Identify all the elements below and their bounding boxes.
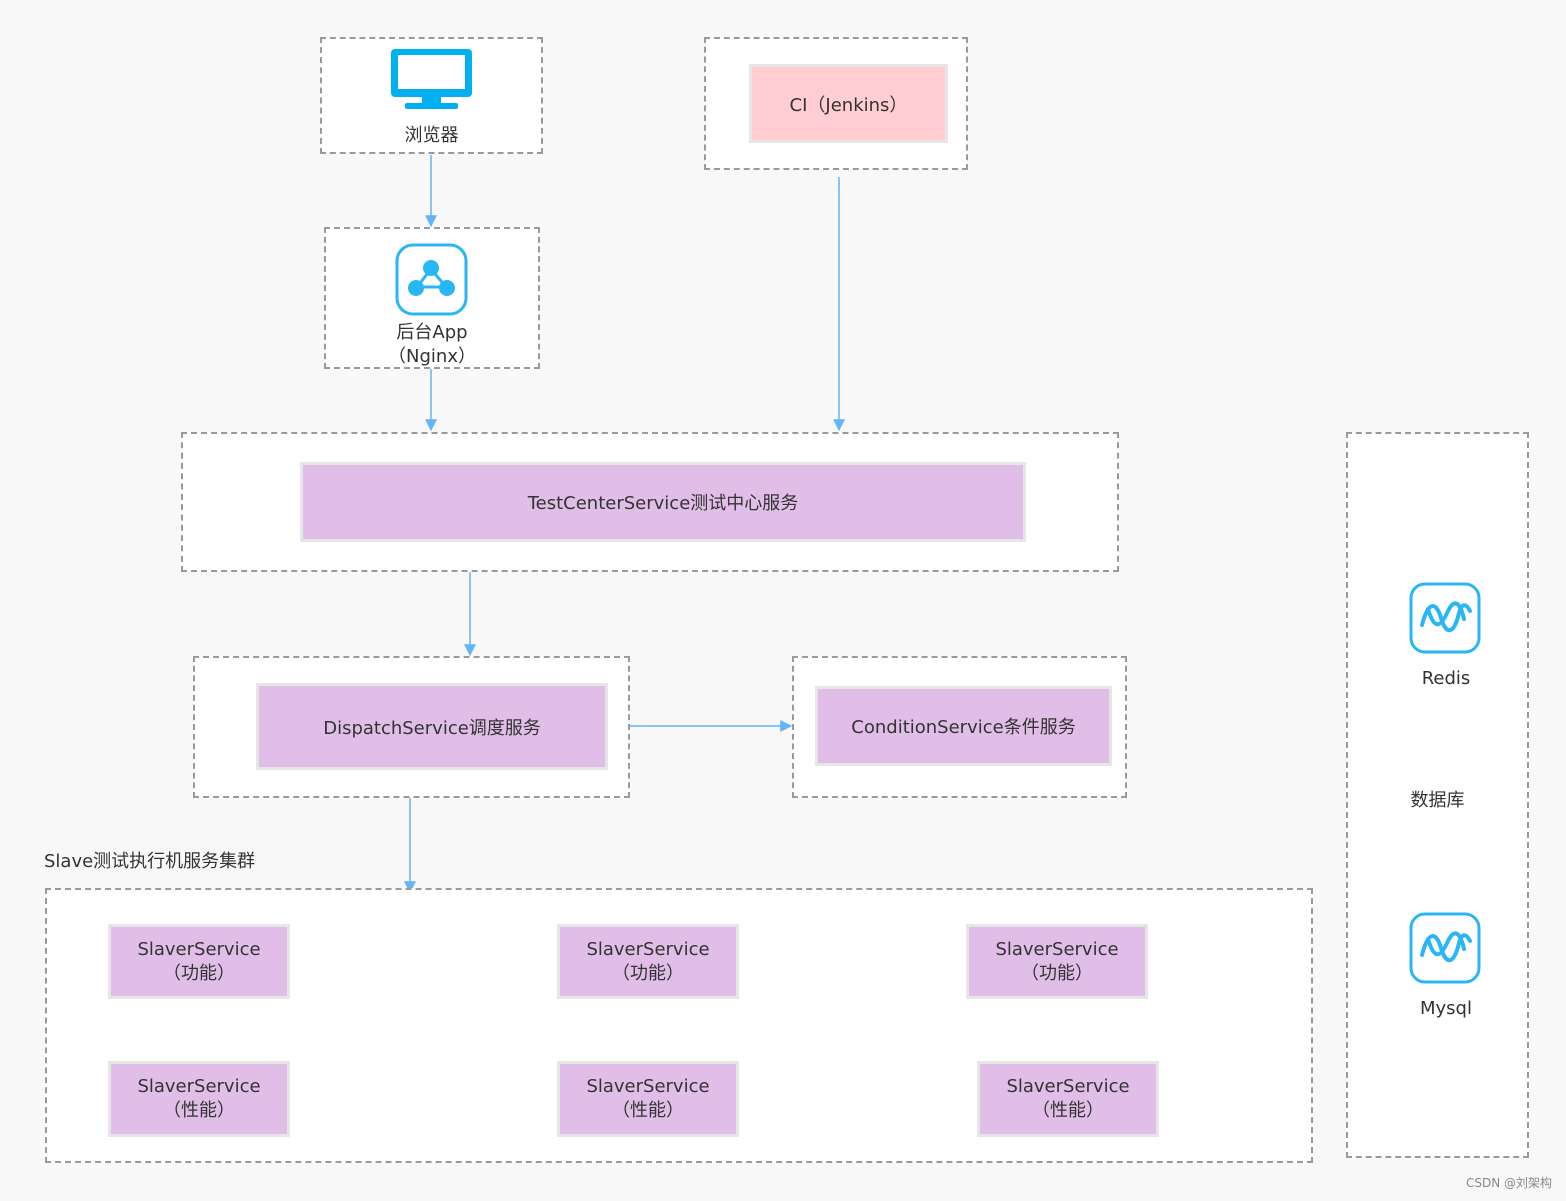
slave-node: SlaverService （性能） (108, 1061, 290, 1137)
testcenter-node: TestCenterService测试中心服务 (300, 462, 1026, 542)
ci-node: CI（Jenkins） (749, 64, 948, 143)
watermark: CSDN @刘架构 (1465, 1176, 1552, 1190)
mysql-label: Mysql (1420, 998, 1472, 1019)
slave-node: SlaverService （功能） (557, 924, 739, 999)
slave-node-name: SlaverService (137, 1076, 261, 1097)
backend-sublabel: （Nginx） (388, 346, 476, 367)
slave-node: SlaverService （性能） (977, 1061, 1159, 1137)
slave-cluster-title: Slave测试执行机服务集群 (44, 851, 256, 872)
monitor-icon (391, 49, 472, 109)
browser-label: 浏览器 (404, 125, 459, 146)
condition-node: ConditionService条件服务 (815, 686, 1112, 766)
browser-box (320, 37, 543, 154)
slave-node: SlaverService （功能） (966, 924, 1148, 999)
slave-node-role: （性能） (163, 1100, 235, 1121)
dispatch-node: DispatchService调度服务 (256, 683, 608, 770)
slave-node-name: SlaverService (586, 938, 710, 960)
condition-label: ConditionService条件服务 (851, 717, 1076, 738)
slave-node: SlaverService （功能） (108, 924, 290, 999)
slave-node-role: （功能） (1021, 962, 1093, 984)
database-box (1346, 432, 1529, 1158)
slave-node-role: （性能） (1032, 1100, 1104, 1121)
network-nodes-icon (395, 243, 468, 316)
database-label: 数据库 (1410, 790, 1465, 811)
slave-node-name: SlaverService (137, 938, 261, 960)
wave-icon (1409, 582, 1481, 654)
ci-label: CI（Jenkins） (789, 94, 908, 116)
slave-node-name: SlaverService (586, 1076, 710, 1097)
slave-node-role: （功能） (612, 962, 684, 984)
wave-icon (1409, 912, 1481, 984)
testcenter-label: TestCenterService测试中心服务 (527, 493, 799, 514)
slave-node: SlaverService （性能） (557, 1061, 739, 1137)
slave-node-role: （性能） (612, 1100, 684, 1121)
slave-node-name: SlaverService (995, 938, 1119, 960)
slave-node-role: （功能） (163, 962, 235, 984)
backend-label: 后台App (396, 322, 468, 343)
redis-label: Redis (1421, 668, 1471, 689)
slave-node-name: SlaverService (1006, 1076, 1130, 1097)
dispatch-label: DispatchService调度服务 (323, 717, 541, 739)
